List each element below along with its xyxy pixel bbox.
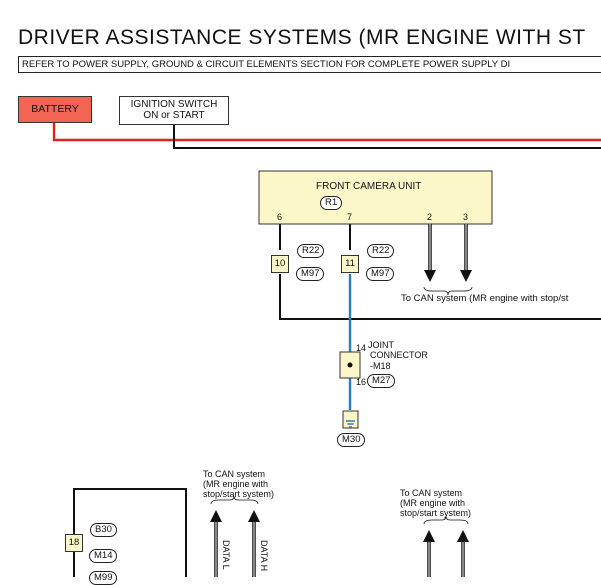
- page-title: DRIVER ASSISTANCE SYSTEMS (MR ENGINE WIT…: [18, 26, 586, 49]
- lower-can-left-line3: stop/start system): [203, 489, 275, 499]
- front-camera-unit-label: FRONT CAMERA UNIT: [316, 181, 422, 192]
- connector-m97-right: M97: [366, 267, 395, 281]
- connector-m14: M14: [89, 549, 118, 563]
- can-line-pin3: [460, 224, 472, 282]
- lower-can-left-h: [248, 510, 260, 577]
- pin-7: 7: [347, 212, 353, 222]
- lower-can-right-line1: To CAN system: [400, 488, 463, 498]
- lower-can-right-line3: stop/start system): [400, 508, 472, 518]
- lower-can-right-brace: [423, 515, 469, 525]
- can-brace: [423, 286, 473, 296]
- joint-label-3: -M18: [370, 361, 391, 371]
- ignition-switch-box: IGNITION SWITCH ON or START: [119, 96, 229, 125]
- lower-can-left-line1: To CAN system: [203, 469, 266, 479]
- pin-3: 3: [463, 212, 469, 222]
- camera-connector-r1: R1: [320, 196, 343, 210]
- can-line-pin2: [424, 224, 436, 282]
- connector-r22-right: R22: [367, 244, 395, 258]
- lower-can-right-line2: (MR engine with: [400, 498, 466, 508]
- pin-6: 6: [277, 212, 283, 222]
- connector-m27: M27: [367, 374, 396, 388]
- lower-unit-box: [73, 488, 187, 577]
- connector-m99: M99: [89, 571, 118, 585]
- pin-2: 2: [427, 212, 433, 222]
- battery-box: BATTERY: [18, 96, 92, 123]
- wire-pin6-lower: [279, 274, 601, 320]
- ground-connector-m30: M30: [337, 433, 366, 447]
- connector-m97-left: M97: [296, 267, 325, 281]
- ignition-line1: IGNITION SWITCH: [130, 99, 218, 110]
- can-system-label: To CAN system (MR engine with stop/st: [401, 293, 569, 304]
- lower-can-left-l: [210, 510, 222, 577]
- ignition-wire: [173, 124, 601, 149]
- ignition-line2: ON or START: [143, 110, 205, 121]
- lower-can-left-brace: [210, 495, 259, 505]
- data-h-label: DATA H: [259, 540, 269, 572]
- joint-label-1: JOINT: [368, 340, 394, 350]
- battery-wire: [52, 122, 601, 142]
- front-camera-unit-box: [258, 170, 493, 225]
- connector-r22-left: R22: [297, 244, 325, 258]
- joint-pin-16: 16: [356, 377, 367, 387]
- lower-can-right-h: [457, 530, 469, 577]
- connector-b30: B30: [90, 523, 117, 537]
- harness-pin-11: 11: [341, 255, 359, 273]
- lower-pin-18: 18: [65, 534, 83, 552]
- ground-body: [342, 410, 359, 429]
- data-l-label: DATA L: [221, 540, 231, 570]
- lower-can-right-l: [423, 530, 435, 577]
- joint-pin-14: 14: [356, 343, 367, 353]
- lower-can-left-line2: (MR engine with: [203, 479, 269, 489]
- subtitle-note: REFER TO POWER SUPPLY, GROUND & CIRCUIT …: [18, 56, 601, 73]
- harness-pin-10: 10: [271, 255, 289, 273]
- joint-label-2: CONNECTOR: [370, 350, 428, 360]
